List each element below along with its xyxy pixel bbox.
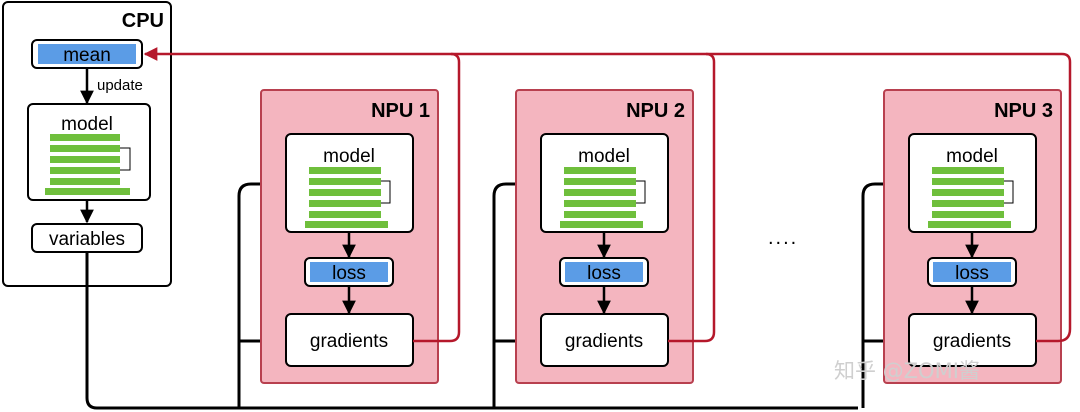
npu3-feed-model	[861, 175, 905, 408]
variables-box: variables	[31, 223, 143, 253]
cpu-model-label: model	[61, 114, 113, 135]
npu-title: NPU 2	[626, 100, 685, 122]
npu-skip-connection	[381, 180, 391, 204]
mean-box: mean	[31, 39, 143, 69]
npu-layer	[560, 221, 643, 228]
npu-loss-bar	[310, 262, 388, 282]
npu-gradients-label: gradients	[565, 331, 643, 352]
cpu-layer-1	[50, 134, 120, 141]
npu1-feed-model	[237, 175, 282, 408]
npu-layer	[309, 167, 381, 174]
cpu-title: CPU	[122, 10, 164, 32]
npu-model-label: model	[578, 146, 630, 167]
npu-loss-bar	[565, 262, 643, 282]
cpu-layer-6	[45, 188, 130, 195]
npu-loss-label: loss	[587, 263, 621, 284]
npu-layer	[564, 178, 636, 185]
npu-title: NPU 3	[994, 100, 1053, 122]
npu-layer	[309, 200, 381, 207]
update-label: update	[97, 77, 143, 94]
cpu-skip-connection	[120, 147, 131, 171]
npu-model-label: model	[323, 146, 375, 167]
npu-layer	[309, 211, 381, 218]
mean-param-bar	[38, 44, 136, 64]
npu-group: NPU 1 model loss gradients NPU 2 model loss gra…	[260, 89, 1062, 384]
variables-label: variables	[49, 229, 125, 250]
npu-layer	[305, 221, 388, 228]
npu-node: NPU 3 model loss gradients	[883, 89, 1062, 384]
npu-layer	[932, 211, 1004, 218]
npu-layer	[564, 167, 636, 174]
cpu-layer-4	[50, 167, 120, 174]
npu-gradients-label: gradients	[310, 331, 388, 352]
gradient-return-lines	[143, 47, 1072, 343]
npu1-gradient-return	[413, 52, 461, 343]
cpu-layer-5	[50, 178, 120, 185]
npu3-gradient-return	[1036, 322, 1072, 343]
npu-skip-connection	[1004, 180, 1014, 204]
cpu-layer-3	[50, 156, 120, 163]
ellipsis: ....	[768, 227, 798, 249]
npu-layer	[309, 178, 381, 185]
npu-loss-label: loss	[955, 263, 989, 284]
npu-node: NPU 1 model loss gradients	[260, 89, 439, 384]
npu-layer	[309, 189, 381, 196]
npu-layer	[932, 189, 1004, 196]
npu2-feed-model	[492, 175, 538, 408]
npu-layer	[932, 200, 1004, 207]
variables-bus	[85, 253, 858, 410]
npu-loss-label: loss	[332, 263, 366, 284]
npu-layer	[932, 178, 1004, 185]
npu-gradients-label: gradients	[933, 331, 1011, 352]
npu-layer	[564, 211, 636, 218]
npu-layer	[564, 200, 636, 207]
npu-title: NPU 1	[371, 100, 430, 122]
npu-layer	[932, 167, 1004, 174]
npu-skip-connection	[636, 180, 646, 204]
variables-broadcast-lines	[85, 175, 905, 410]
cpu-node: CPU mean update model variables	[2, 1, 172, 287]
watermark: 知乎 @ZOMI酱	[834, 359, 980, 383]
npu-layer	[564, 189, 636, 196]
npu-model-label: model	[946, 146, 998, 167]
cpu-layer-2	[50, 145, 120, 152]
cpu-model-box: model	[27, 103, 151, 201]
mean-label: mean	[63, 45, 111, 66]
gradient-return-bus	[143, 47, 1072, 322]
npu2-gradient-return	[668, 52, 716, 343]
npu-layer	[928, 221, 1011, 228]
npu-node: NPU 2 model loss gradients	[515, 89, 694, 384]
npu-loss-bar	[933, 262, 1011, 282]
